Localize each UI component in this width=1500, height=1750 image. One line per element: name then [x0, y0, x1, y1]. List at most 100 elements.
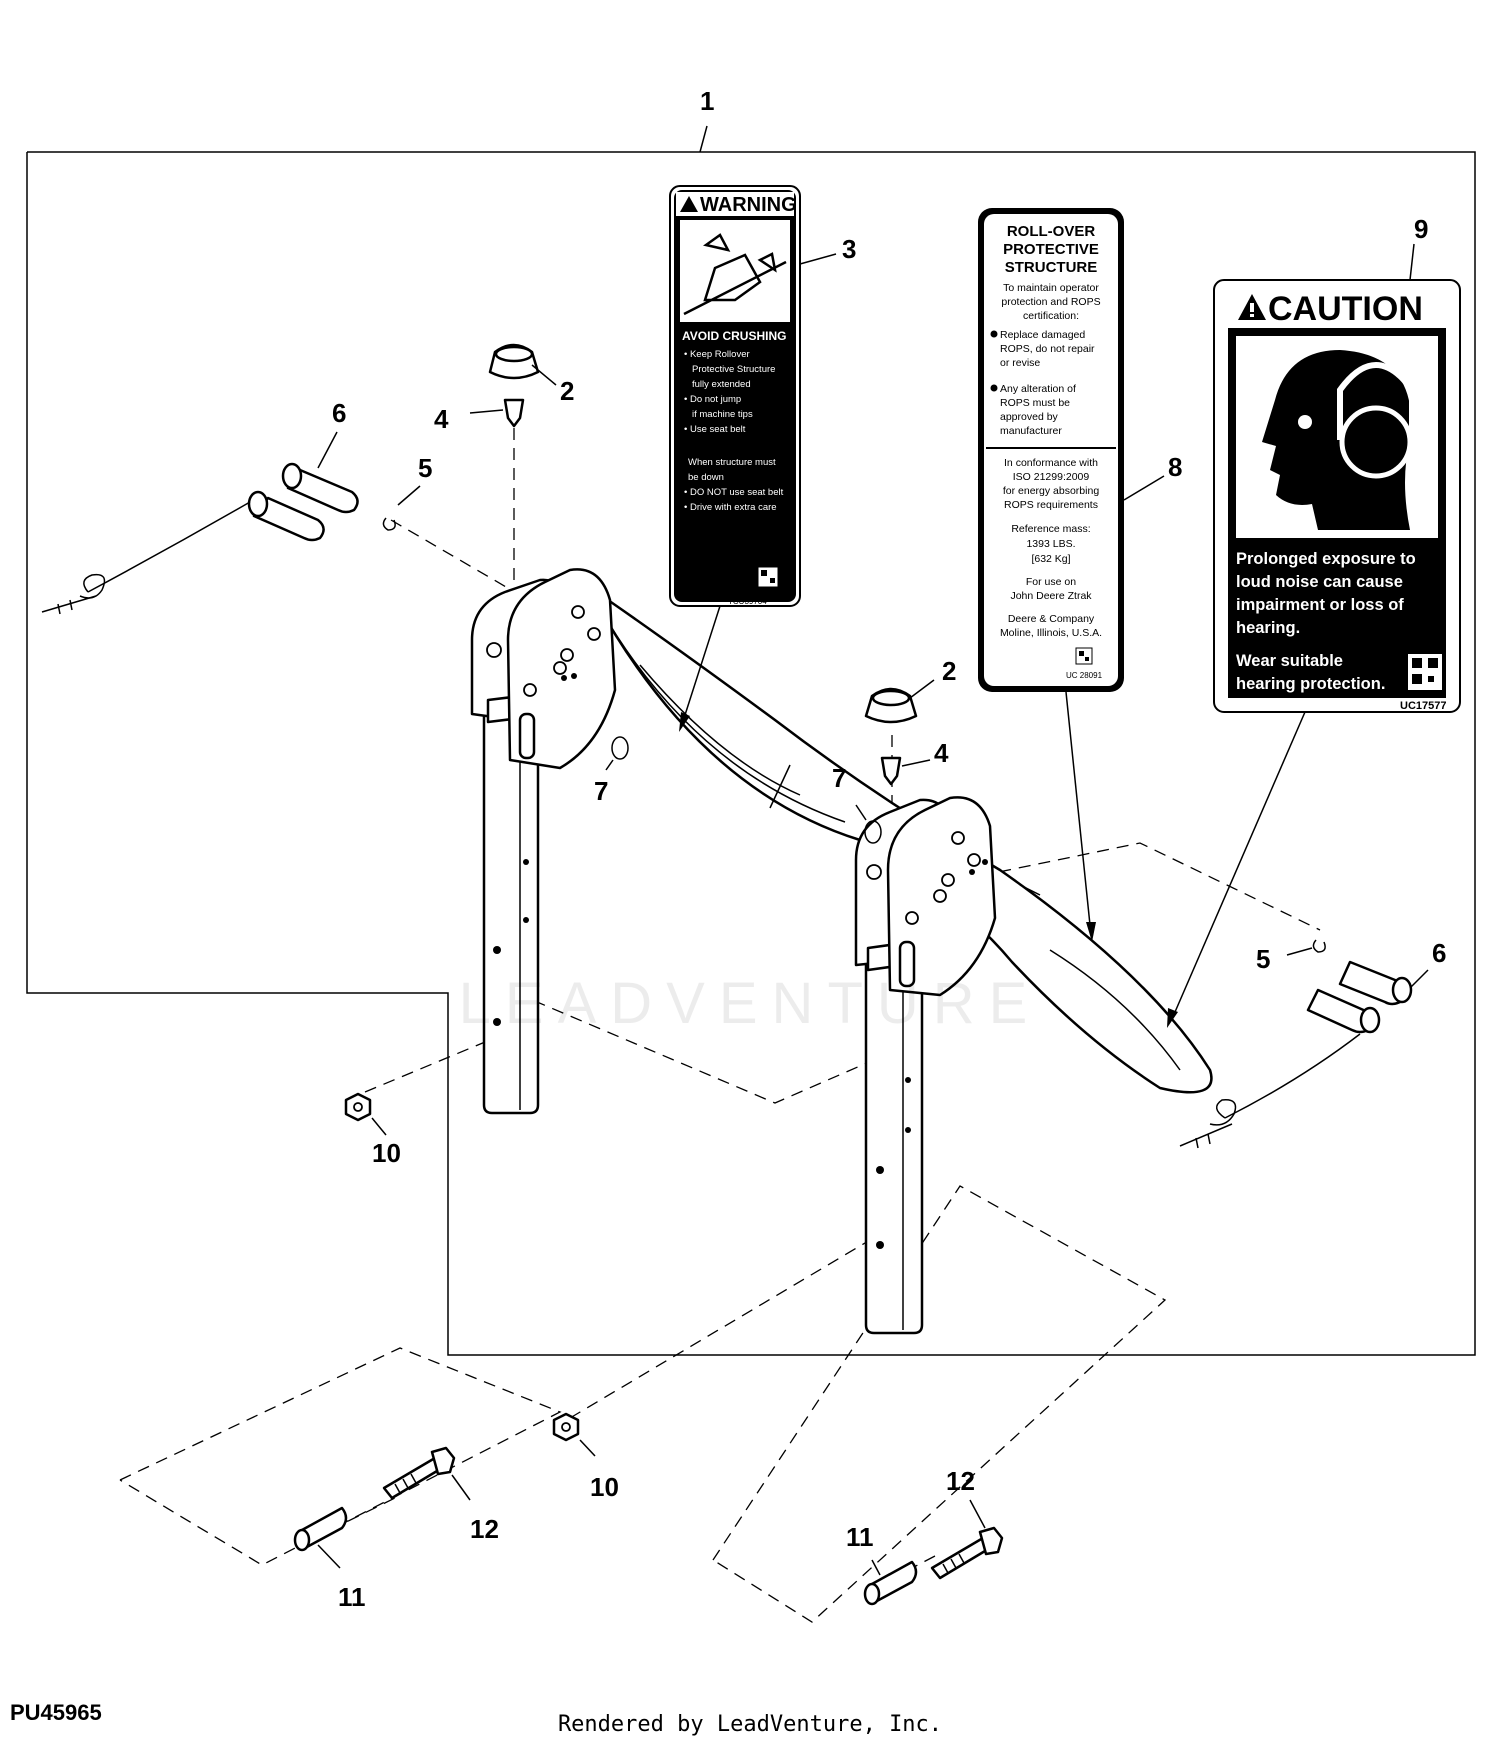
leader-arrow: [1167, 1008, 1178, 1028]
warning-line: Protective Structure: [692, 364, 775, 375]
leader-5b: [1286, 947, 1313, 956]
rops-use: John Deere Ztrak: [1010, 590, 1092, 602]
rops-mass: 1393 LBS.: [1026, 538, 1075, 550]
leader-7a: [605, 759, 614, 771]
callout-8: 8: [1168, 452, 1182, 482]
right-upright-post: [854, 796, 997, 1335]
cap-2-right: [864, 687, 918, 724]
leader-7b: [855, 804, 867, 821]
warning-decal: WARNING AVOID CRUSHING • Keep Rollover P…: [669, 185, 801, 607]
rops-code: UC 28091: [1066, 671, 1103, 680]
leader-12b: [969, 1499, 986, 1529]
leader-2b: [909, 679, 935, 699]
callout-6b: 6: [1432, 938, 1446, 968]
rops-use: For use on: [1026, 576, 1076, 588]
caution-message: hearing.: [1236, 619, 1300, 637]
callout-7a: 7: [594, 776, 608, 806]
nut-4-left: [503, 398, 525, 428]
hearing-protection-pictogram: [1262, 350, 1415, 530]
caution-code: UC17577: [1400, 700, 1446, 712]
rops-title: PROTECTIVE: [1003, 241, 1099, 258]
leader-11a: [317, 1544, 341, 1569]
callout-9: 9: [1414, 214, 1428, 244]
rops-title: STRUCTURE: [1005, 259, 1098, 276]
warning-subhead: AVOID CRUSHING: [682, 329, 786, 343]
leader-6b: [1409, 969, 1429, 989]
leader-4a: [469, 409, 504, 414]
leader-9-to-bar: [1174, 711, 1306, 1013]
callout-3: 3: [842, 234, 856, 264]
rops-conformance: In conformance with: [1004, 457, 1098, 469]
warning-line: When structure must: [688, 457, 776, 468]
caution-message: Prolonged exposure to: [1236, 550, 1416, 568]
warning-line: • Drive with extra care: [684, 502, 777, 513]
rops-conformance: for energy absorbing: [1003, 485, 1099, 497]
callout-6a: 6: [332, 398, 346, 428]
leader-4b: [901, 759, 931, 767]
washer-7-right: [864, 820, 882, 844]
rops-bullet: approved by: [1000, 411, 1059, 423]
callout-4a: 4: [434, 404, 449, 434]
caution-header: CAUTION: [1268, 290, 1423, 328]
callout-1: 1: [700, 86, 714, 116]
assembly-boundary: [26, 151, 1476, 1356]
caution-message: impairment or loss of: [1236, 596, 1404, 614]
spacer-11-left: [293, 1506, 348, 1552]
rops-title: ROLL-OVER: [1007, 223, 1095, 240]
callout-4b: 4: [934, 738, 949, 768]
warning-line: fully extended: [692, 379, 751, 390]
callout-5b: 5: [1256, 944, 1270, 974]
rops-conformance: ROPS requirements: [1004, 499, 1098, 511]
callout-2b: 2: [942, 656, 956, 686]
caution-message: loud noise can cause: [1236, 573, 1403, 591]
leader-3: [799, 253, 837, 265]
caution-advice: hearing protection.: [1236, 675, 1385, 693]
callout-12b: 12: [946, 1466, 975, 1496]
warning-line: • Do not jump: [684, 394, 741, 405]
pin-set-6-left: [41, 462, 359, 615]
tractor-tip-pictogram: [683, 233, 787, 316]
rops-maker: Moline, Illinois, U.S.A.: [1000, 627, 1102, 639]
leader-5a: [397, 485, 421, 506]
watermark-text: LEADVENTURE: [458, 971, 1042, 1036]
rops-decal: ROLL-OVER PROTECTIVE STRUCTURE To mainta…: [978, 208, 1124, 692]
leader-8-to-bar: [1065, 691, 1091, 926]
leader-2a: [531, 364, 557, 386]
leader-arrow: [679, 712, 690, 732]
warning-triangle-icon: [680, 196, 698, 212]
rops-bullet: manufacturer: [1000, 425, 1062, 437]
callout-12a: 12: [470, 1514, 499, 1544]
leader-11b: [871, 1559, 881, 1576]
warning-line: • DO NOT use seat belt: [684, 487, 784, 498]
rops-intro: protection and ROPS: [1001, 296, 1100, 308]
rops-intro: certification:: [1023, 310, 1079, 322]
leader-6a: [317, 431, 338, 469]
leader-9: [1409, 243, 1415, 281]
leader-10b: [579, 1439, 596, 1457]
rops-bullet: ROPS, do not repair: [1000, 343, 1095, 355]
bolt-12-right: [930, 1526, 1004, 1580]
warning-text: • Keep Rollover Protective Structure ful…: [684, 349, 784, 513]
clip-5-right: [1312, 939, 1326, 953]
leader-8: [1123, 475, 1165, 501]
rops-conformance: ISO 21299:2009: [1013, 471, 1090, 483]
rops-mass: Reference mass:: [1011, 523, 1090, 535]
render-credit: Rendered by LeadVenture, Inc.: [557, 1712, 943, 1737]
warning-line: • Keep Rollover: [684, 349, 750, 360]
cap-2-left: [488, 343, 540, 380]
leader-10a: [371, 1117, 387, 1136]
warning-code: TCU39704: [728, 597, 767, 606]
callout-10a: 10: [372, 1138, 401, 1168]
figure-id: PU45965: [10, 1700, 102, 1725]
warning-line: be down: [688, 472, 724, 483]
rops-bullet: ROPS must be: [1000, 397, 1070, 409]
callout-5a: 5: [418, 453, 432, 483]
rops-bullet: Replace damaged: [1000, 329, 1085, 341]
rops-maker: Deere & Company: [1008, 613, 1095, 625]
leader-12a: [451, 1474, 471, 1501]
leader-arrow: [1086, 922, 1096, 942]
warning-header: WARNING: [700, 194, 797, 216]
rops-bullet: or revise: [1000, 357, 1040, 369]
bolt-12-left: [382, 1446, 456, 1500]
